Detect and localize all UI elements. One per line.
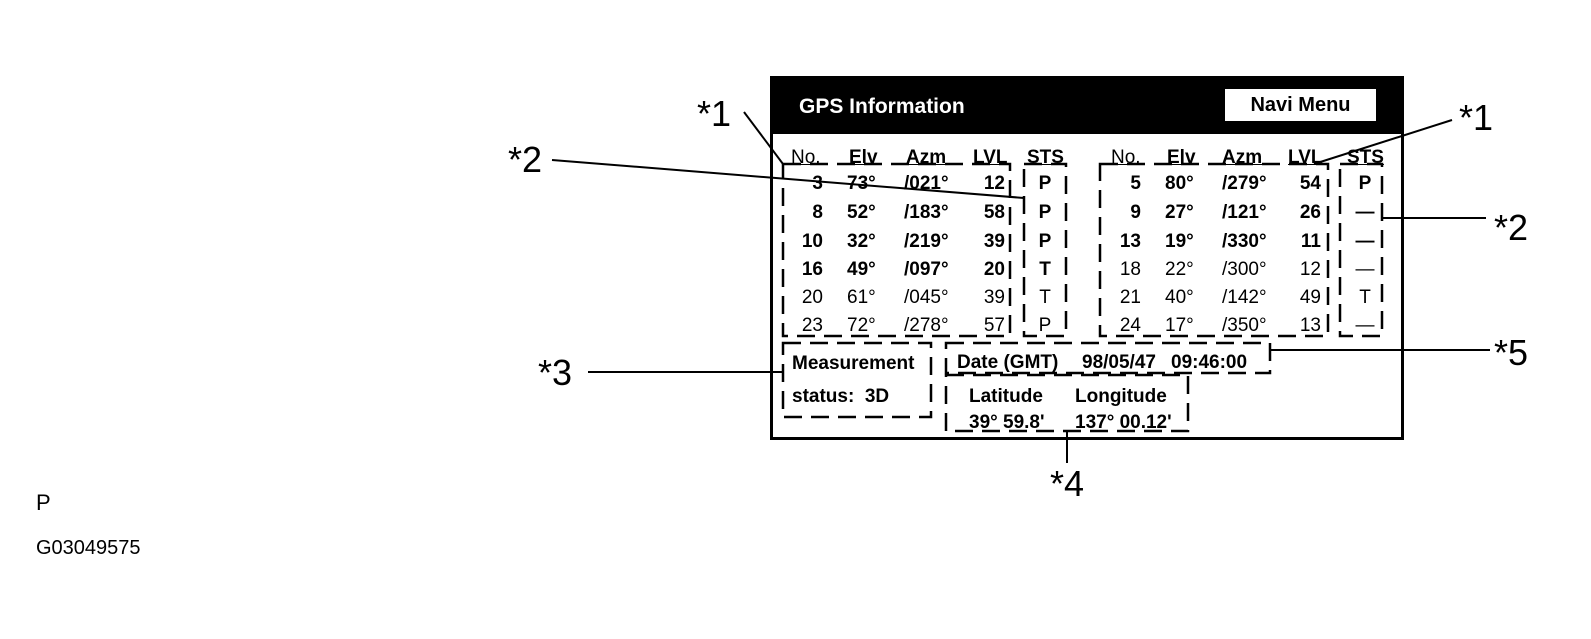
right-row-elv: 22° — [1165, 259, 1194, 280]
left-row-elv: 73° — [847, 173, 876, 194]
left-row-sts: T — [1039, 287, 1051, 308]
left-row-elv: 49° — [847, 259, 876, 280]
measurement-label: Measurement — [792, 353, 915, 374]
left-row-sts: P — [1038, 202, 1052, 223]
date-label: Date (GMT) — [957, 352, 1059, 373]
right-row-sts: P — [1358, 173, 1372, 194]
left-row-elv: 61° — [847, 287, 876, 308]
left-row-azm: /278° — [904, 315, 949, 336]
left-sts-group-box — [1022, 162, 1068, 338]
leader-1-left — [743, 111, 784, 165]
right-row-no: 24 — [1119, 315, 1141, 336]
right-row-elv: 17° — [1165, 315, 1194, 336]
right-row-azm: /330° — [1222, 231, 1267, 252]
right-row-azm: /121° — [1222, 202, 1267, 223]
position-group-box — [944, 373, 1190, 433]
left-row-azm: /219° — [904, 231, 949, 252]
right-row-elv: 40° — [1165, 287, 1194, 308]
leader-1-right — [1313, 119, 1453, 165]
callout-5: *5 — [1494, 332, 1529, 373]
right-row-azm: /350° — [1222, 315, 1267, 336]
left-row-azm: /097° — [904, 259, 949, 280]
latitude-label: Latitude — [969, 386, 1043, 407]
right-row-lvl: 11 — [1300, 231, 1321, 252]
measurement-status: status: 3D — [792, 386, 890, 407]
longitude-label: Longitude — [1075, 386, 1167, 407]
callout-2-left: *2 — [508, 139, 543, 180]
left-row-no: 10 — [801, 231, 823, 252]
latitude-value: 39° 59.8' — [969, 412, 1045, 433]
left-row-azm: /045° — [904, 287, 949, 308]
left-row-no: 8 — [812, 202, 823, 223]
right-row-no: 21 — [1119, 287, 1141, 308]
right-row-lvl: 12 — [1299, 259, 1321, 280]
left-row-sts: P — [1038, 231, 1052, 252]
right-row-lvl: 13 — [1299, 315, 1321, 336]
leader-2-right — [1381, 205, 1486, 219]
left-row-elv: 52° — [847, 202, 876, 223]
right-row-sts: — — [1355, 315, 1375, 336]
right-row-elv: 19° — [1165, 231, 1194, 252]
left-row-sts: P — [1038, 173, 1052, 194]
navi-menu-button[interactable]: Navi Menu — [1225, 89, 1376, 121]
left-row-no: 20 — [801, 287, 823, 308]
left-row-no: 23 — [801, 315, 823, 336]
right-row-no: 9 — [1130, 202, 1141, 223]
measurement-group-box — [781, 341, 933, 419]
right-row-sts: — — [1355, 259, 1375, 280]
right-data-group-box — [1098, 162, 1330, 338]
right-row-no: 18 — [1119, 259, 1141, 280]
screen-title: GPS Information — [799, 95, 965, 118]
right-row-elv: 80° — [1165, 173, 1194, 194]
callout-1-left: *1 — [697, 93, 732, 134]
right-row-lvl: 54 — [1299, 173, 1321, 194]
callout-3: *3 — [538, 352, 573, 393]
right-row-lvl: 49 — [1299, 287, 1321, 308]
left-row-sts: P — [1038, 315, 1052, 336]
left-row-no: 3 — [812, 173, 823, 194]
date-value: 98/05/47 — [1082, 352, 1156, 373]
longitude-value: 137° 00.12' — [1075, 412, 1172, 433]
left-row-lvl: 57 — [983, 315, 1005, 336]
left-row-azm: /183° — [904, 202, 949, 223]
left-row-lvl: 39 — [983, 287, 1005, 308]
left-header-azm: Azm — [906, 147, 947, 168]
figure-code-letter: P — [36, 490, 51, 515]
callout-2-right: *2 — [1494, 207, 1529, 248]
right-row-elv: 27° — [1165, 202, 1194, 223]
left-row-lvl: 39 — [983, 231, 1005, 252]
figure-code-number: G03049575 — [36, 537, 141, 559]
right-row-sts: — — [1355, 231, 1375, 252]
right-row-lvl: 26 — [1299, 202, 1321, 223]
callout-1-right: *1 — [1459, 97, 1494, 138]
right-row-azm: /300° — [1222, 259, 1267, 280]
right-row-sts: T — [1359, 287, 1371, 308]
right-row-no: 5 — [1130, 173, 1141, 194]
right-row-no: 13 — [1119, 231, 1141, 252]
left-row-sts: T — [1039, 259, 1051, 280]
left-data-group-box — [781, 162, 1012, 338]
date-group-box — [944, 341, 1272, 375]
right-sts-group-box — [1338, 162, 1384, 338]
leader-2-left — [551, 159, 1025, 199]
right-row-azm: /142° — [1222, 287, 1267, 308]
title-bar: GPS Information Navi Menu — [773, 79, 1401, 134]
time-value: 09:46:00 — [1171, 352, 1248, 373]
callout-4: *4 — [1050, 463, 1085, 504]
right-row-azm: /279° — [1222, 173, 1267, 194]
left-row-no: 16 — [801, 259, 823, 280]
left-row-elv: 72° — [847, 315, 876, 336]
left-row-elv: 32° — [847, 231, 876, 252]
left-row-lvl: 20 — [983, 259, 1005, 280]
right-row-sts: — — [1355, 202, 1375, 223]
left-row-lvl: 58 — [983, 202, 1005, 223]
left-row-lvl: 12 — [983, 173, 1005, 194]
gps-information-screen: GPS Information Navi Menu No. Elv Azm LV… — [770, 76, 1404, 440]
